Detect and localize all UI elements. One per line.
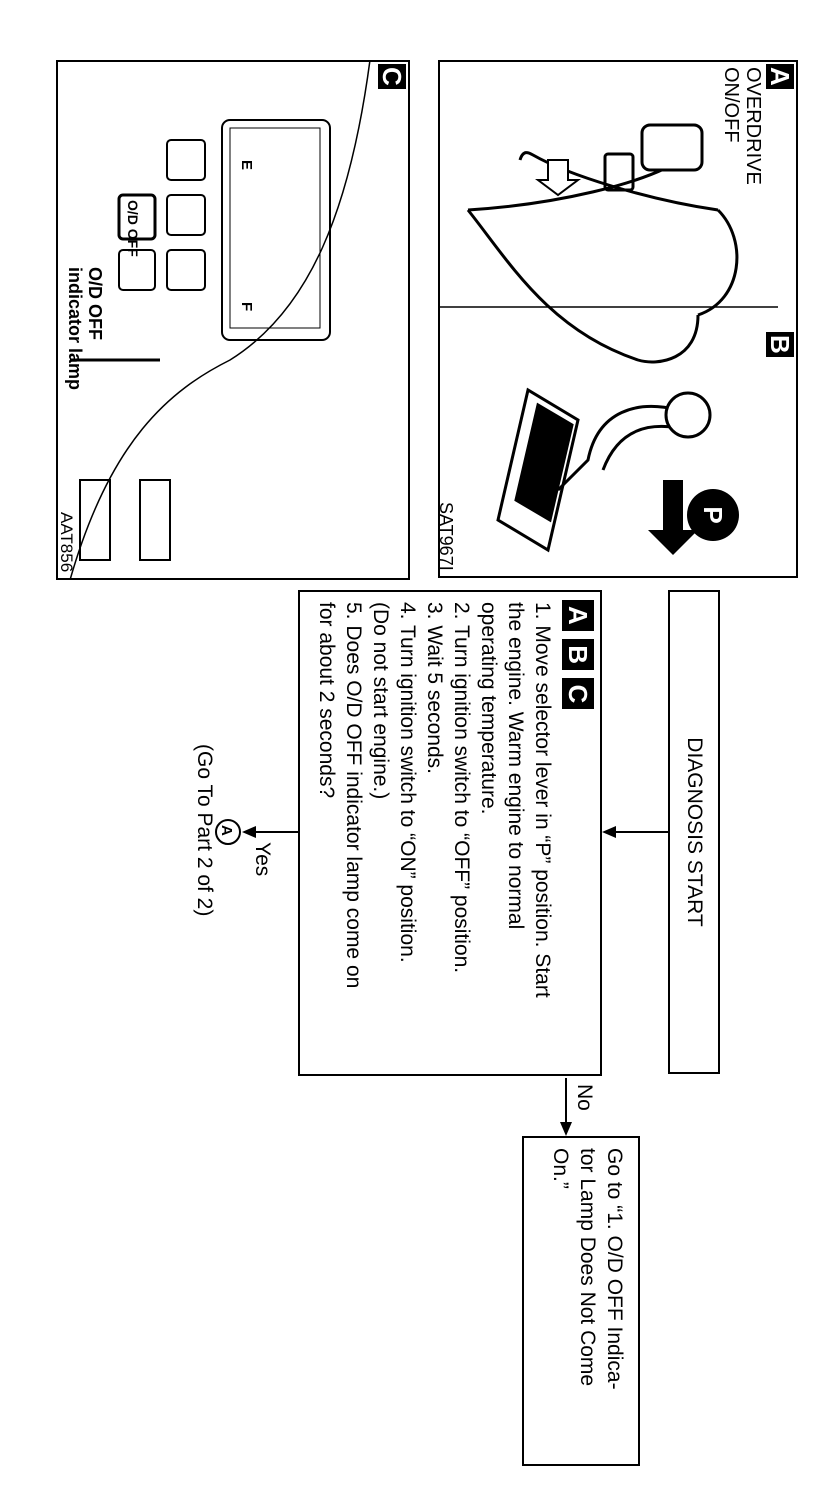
diagnosis-steps-box: A B C 1. Move selector lever in “P” posi…	[298, 590, 602, 1076]
selector-divider: P	[440, 123, 778, 555]
no-result-box: Go to “1. O/D OFF Indica- tor Lamp Does …	[522, 1136, 640, 1466]
lamp-caption-line2: indicator lamp	[65, 267, 85, 391]
step-line: 1. Move selector lever in “P” position. …	[531, 602, 554, 998]
overdrive-arrow-icon	[535, 159, 581, 197]
step-line: for about 2 seconds?	[315, 602, 338, 799]
od-off-button-text: O/D OFF	[125, 200, 141, 257]
illustration-panel-ab: A B	[436, 60, 798, 578]
diagnosis-start-box: DIAGNOSIS START	[668, 590, 720, 1074]
selector-gate-illustration	[496, 387, 712, 553]
step-line: 5. Does O/D OFF indicator lamp come on	[342, 602, 365, 989]
diagnosis-start-title: DIAGNOSIS START	[683, 737, 706, 927]
step-line: (Do not start engine.)	[369, 602, 392, 800]
step-line: the engine. Warm engine to normal	[504, 602, 527, 930]
step-line: 4. Turn ignition switch to “ON” position…	[396, 602, 419, 963]
no-result-line: tor Lamp Does Not Come	[576, 1148, 599, 1387]
gauge-e-label: E	[238, 160, 255, 171]
tag-c: C	[562, 678, 594, 710]
yes-label: Yes	[251, 842, 274, 877]
gauge-f-label: F	[238, 302, 255, 312]
no-label: No	[573, 1084, 596, 1111]
no-result-line: On.”	[549, 1148, 572, 1189]
steps-list: 1. Move selector lever in “P” position. …	[313, 602, 556, 998]
ref-code-top: SAT967I	[436, 502, 456, 571]
step-line: operating temperature.	[477, 602, 500, 815]
tag-b: B	[562, 639, 594, 671]
p-badge-circle	[687, 489, 739, 541]
ref-code-bottom: AAT856	[57, 512, 76, 573]
step-tags: A B C	[562, 600, 594, 710]
illustration-panel-c: C O/D OFF indicator lamp O/D OFF E F AAT…	[56, 60, 410, 580]
tag-a: A	[562, 600, 594, 631]
instrument-cluster-illustration	[69, 60, 371, 580]
selector-knob-illustration	[466, 123, 739, 364]
overdrive-caption-line2: ON/OFF	[720, 67, 742, 143]
step-line: 3. Wait 5 seconds.	[423, 602, 446, 774]
go-to-part-2: (Go To Part 2 of 2)	[193, 744, 216, 917]
no-result-line: Go to “1. O/D OFF Indica-	[603, 1148, 626, 1390]
step-line: 2. Turn ignition switch to “OFF” positio…	[450, 602, 473, 974]
p-badge: P	[698, 506, 728, 523]
push-arrow-icon	[648, 480, 698, 555]
